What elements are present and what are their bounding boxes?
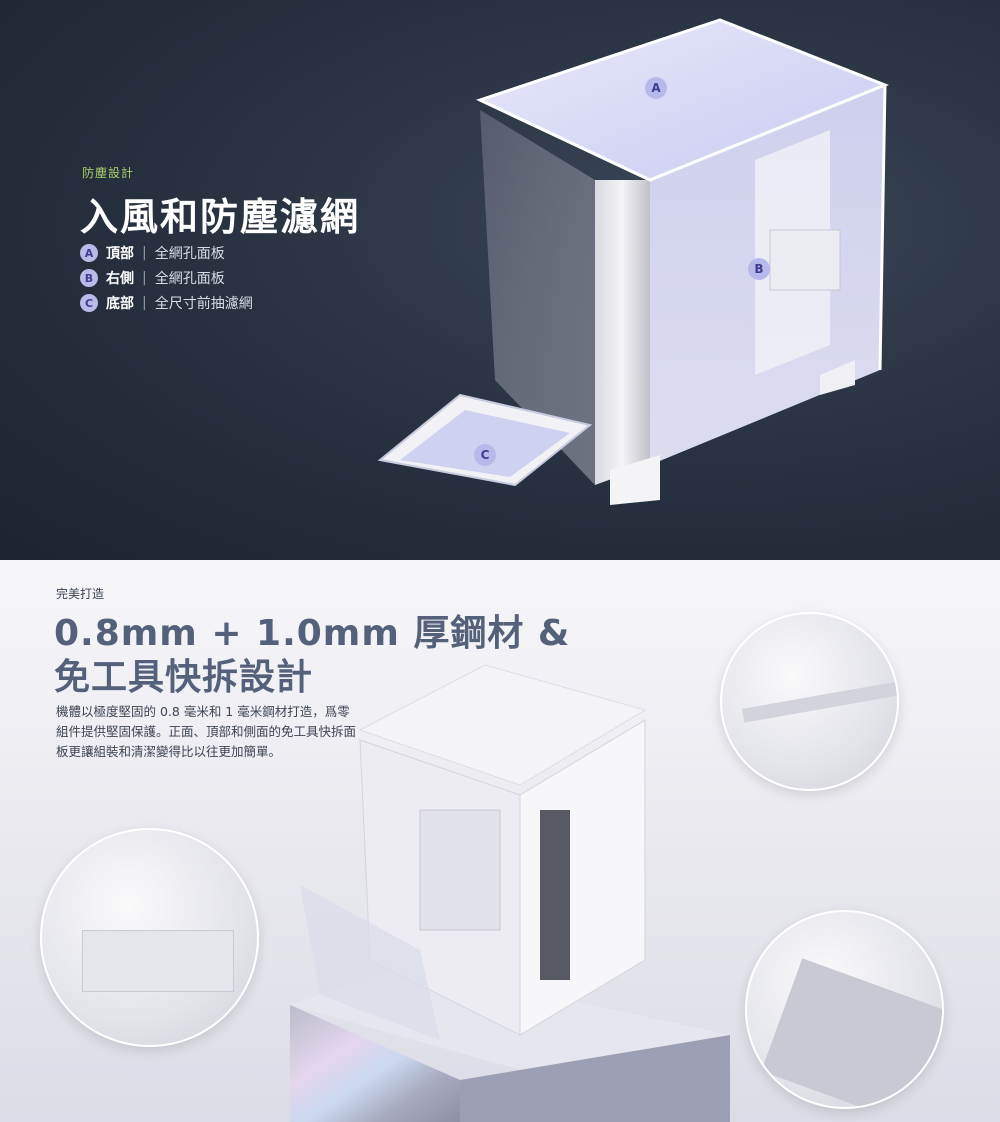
- section-title: 入風和防塵濾網: [80, 195, 361, 239]
- feature-desc: 全網孔面板: [154, 271, 225, 287]
- feature-badge: B: [80, 269, 98, 287]
- section-body: 機體以極度堅固的 0.8 毫米和 1 毫米鋼材打造，爲零組件提供堅固保護。正面、…: [56, 704, 357, 759]
- detail-circle-top-panel: [720, 612, 899, 791]
- feature-item-bottom: C 底部 | 全尺寸前抽濾網: [80, 293, 253, 313]
- marker-a: A: [645, 77, 667, 99]
- detail-circle-side-panel: [745, 910, 944, 1109]
- section-title: 0.8mm + 1.0mm 厚鋼材 & 免工具快拆設計: [54, 612, 570, 700]
- feature-badge: A: [80, 244, 98, 262]
- section-eyebrow: 防塵設計: [82, 166, 135, 180]
- section-eyebrow: 完美打造: [56, 587, 105, 601]
- marker-b: B: [748, 258, 770, 280]
- title-line-1: 0.8mm + 1.0mm 厚鋼材 &: [54, 613, 571, 654]
- detail-circle-front-panel: [40, 828, 259, 1047]
- feature-name: 頂部: [106, 246, 134, 262]
- title-line-2: 免工具快拆設計: [54, 657, 314, 698]
- feature-desc: 全網孔面板: [154, 246, 225, 262]
- steel-build-section: 完美打造 0.8mm + 1.0mm 厚鋼材 & 免工具快拆設計 機體以極度堅固…: [0, 560, 1000, 1122]
- feature-name: 底部: [106, 296, 134, 312]
- pc-case-open-illustration: [300, 664, 647, 1040]
- feature-separator: |: [142, 270, 147, 286]
- feature-separator: |: [142, 245, 147, 261]
- dust-filter-section: 防塵設計 入風和防塵濾網 A 頂部 | 全網孔面板 B 右側 | 全網孔面板 C…: [0, 0, 1000, 560]
- pc-case-illustration: [377, 18, 890, 505]
- marker-c: C: [474, 444, 496, 466]
- feature-item-right: B 右側 | 全網孔面板: [80, 268, 225, 288]
- feature-name: 右側: [106, 271, 134, 287]
- feature-desc: 全尺寸前抽濾網: [154, 296, 253, 312]
- feature-separator: |: [142, 295, 147, 311]
- feature-item-top: A 頂部 | 全網孔面板: [80, 243, 225, 263]
- feature-badge: C: [80, 294, 98, 312]
